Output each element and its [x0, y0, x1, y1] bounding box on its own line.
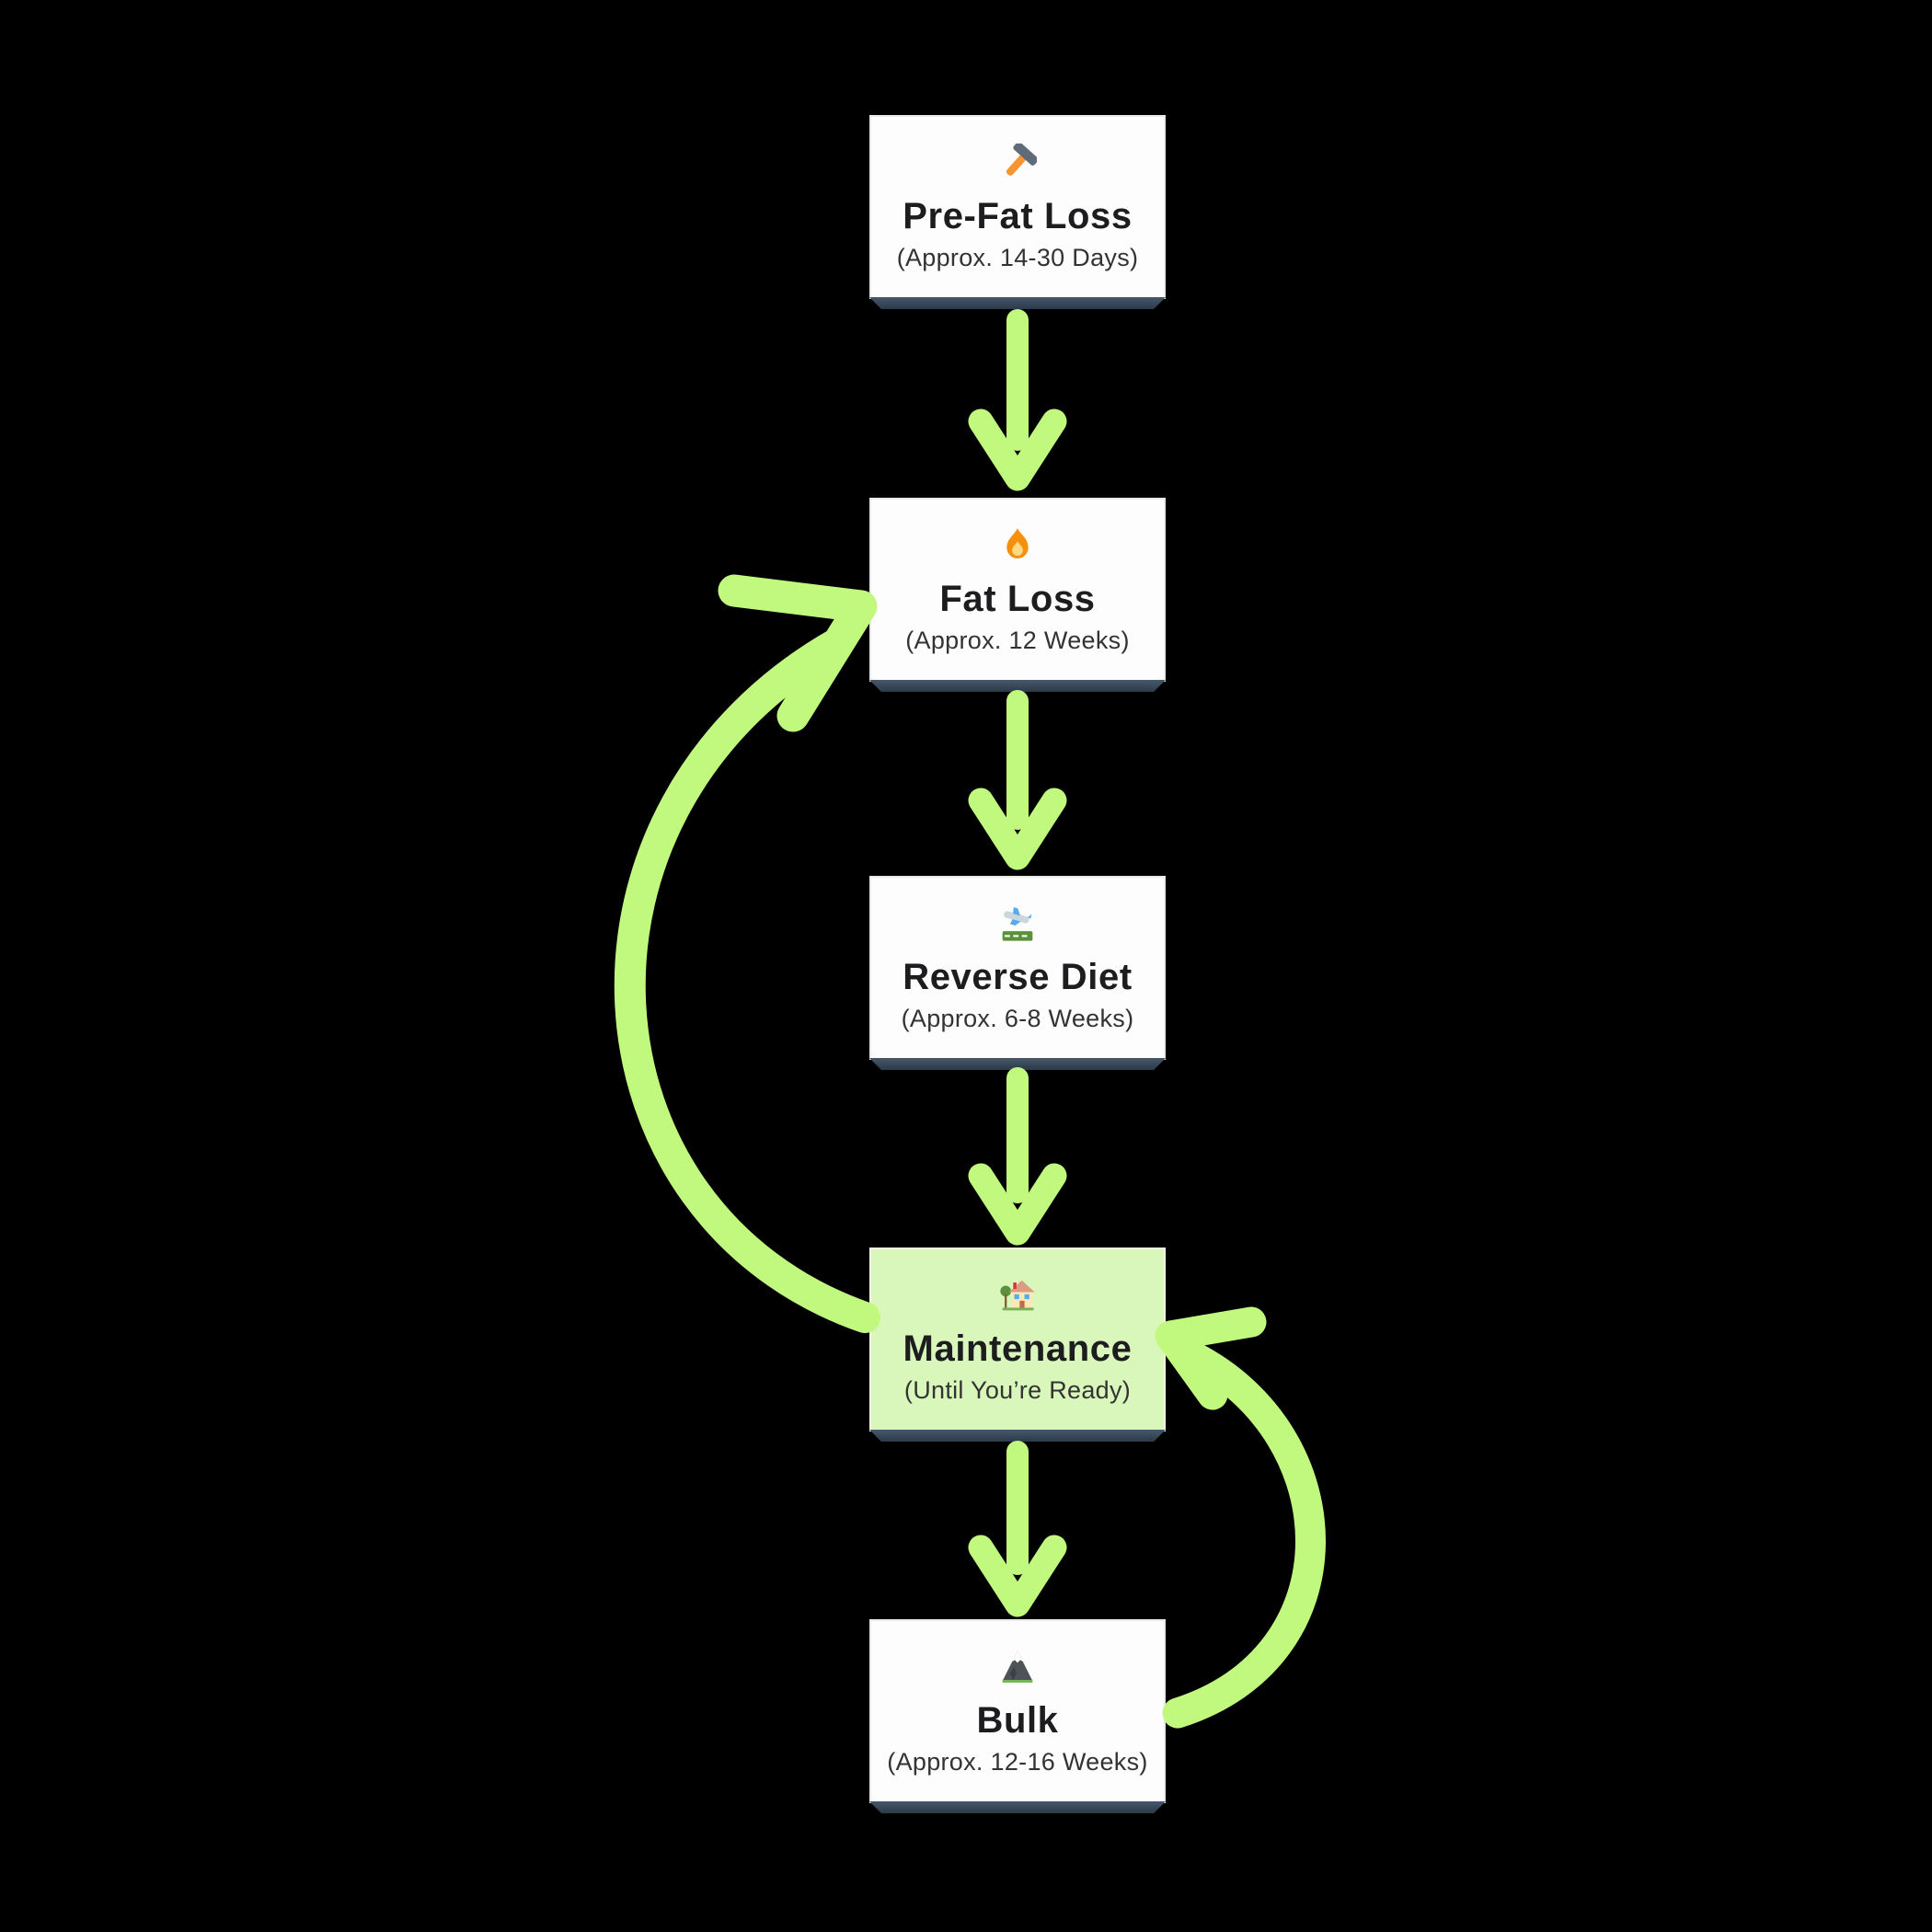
edge-maintenance-to-bulk	[968, 1441, 1067, 1617]
node-title: Fat Loss	[939, 578, 1096, 619]
edge-fat-loss-to-reverse-diet	[968, 690, 1067, 870]
node-bulk: Bulk (Approx. 12-16 Weeks)	[869, 1619, 1166, 1803]
edge-bulk-to-maintenance-loop	[1155, 1306, 1326, 1729]
node-subtitle: (Until You’re Ready)	[903, 1375, 1132, 1404]
node-subtitle: (Approx. 12 Weeks)	[905, 626, 1130, 654]
node-subtitle: (Approx. 6-8 Weeks)	[901, 1004, 1134, 1032]
snow-capped-mountain-icon	[998, 1646, 1037, 1688]
house-with-garden-icon	[998, 1274, 1037, 1317]
hammer-icon	[998, 142, 1037, 184]
node-title: Bulk	[976, 1699, 1059, 1741]
fire-icon	[998, 524, 1037, 567]
edge-pre-fat-loss-to-fat-loss	[968, 309, 1067, 491]
node-title: Pre-Fat Loss	[903, 195, 1133, 236]
node-reverse-diet: Reverse Diet (Approx. 6-8 Weeks)	[869, 876, 1166, 1060]
edge-reverse-diet-to-maintenance	[968, 1067, 1067, 1246]
node-pre-fat-loss: Pre-Fat Loss (Approx. 14-30 Days)	[869, 115, 1166, 299]
node-title: Reverse Diet	[903, 956, 1133, 997]
edge-maintenance-to-fat-loss-loop	[614, 574, 880, 1333]
node-subtitle: (Approx. 12-16 Weeks)	[887, 1747, 1148, 1776]
airplane-arrival-icon	[998, 903, 1037, 945]
node-subtitle: (Approx. 14-30 Days)	[896, 243, 1139, 271]
node-title: Maintenance	[903, 1328, 1133, 1369]
node-maintenance: Maintenance (Until You’re Ready)	[869, 1248, 1166, 1432]
node-fat-loss: Fat Loss (Approx. 12 Weeks)	[869, 498, 1166, 682]
